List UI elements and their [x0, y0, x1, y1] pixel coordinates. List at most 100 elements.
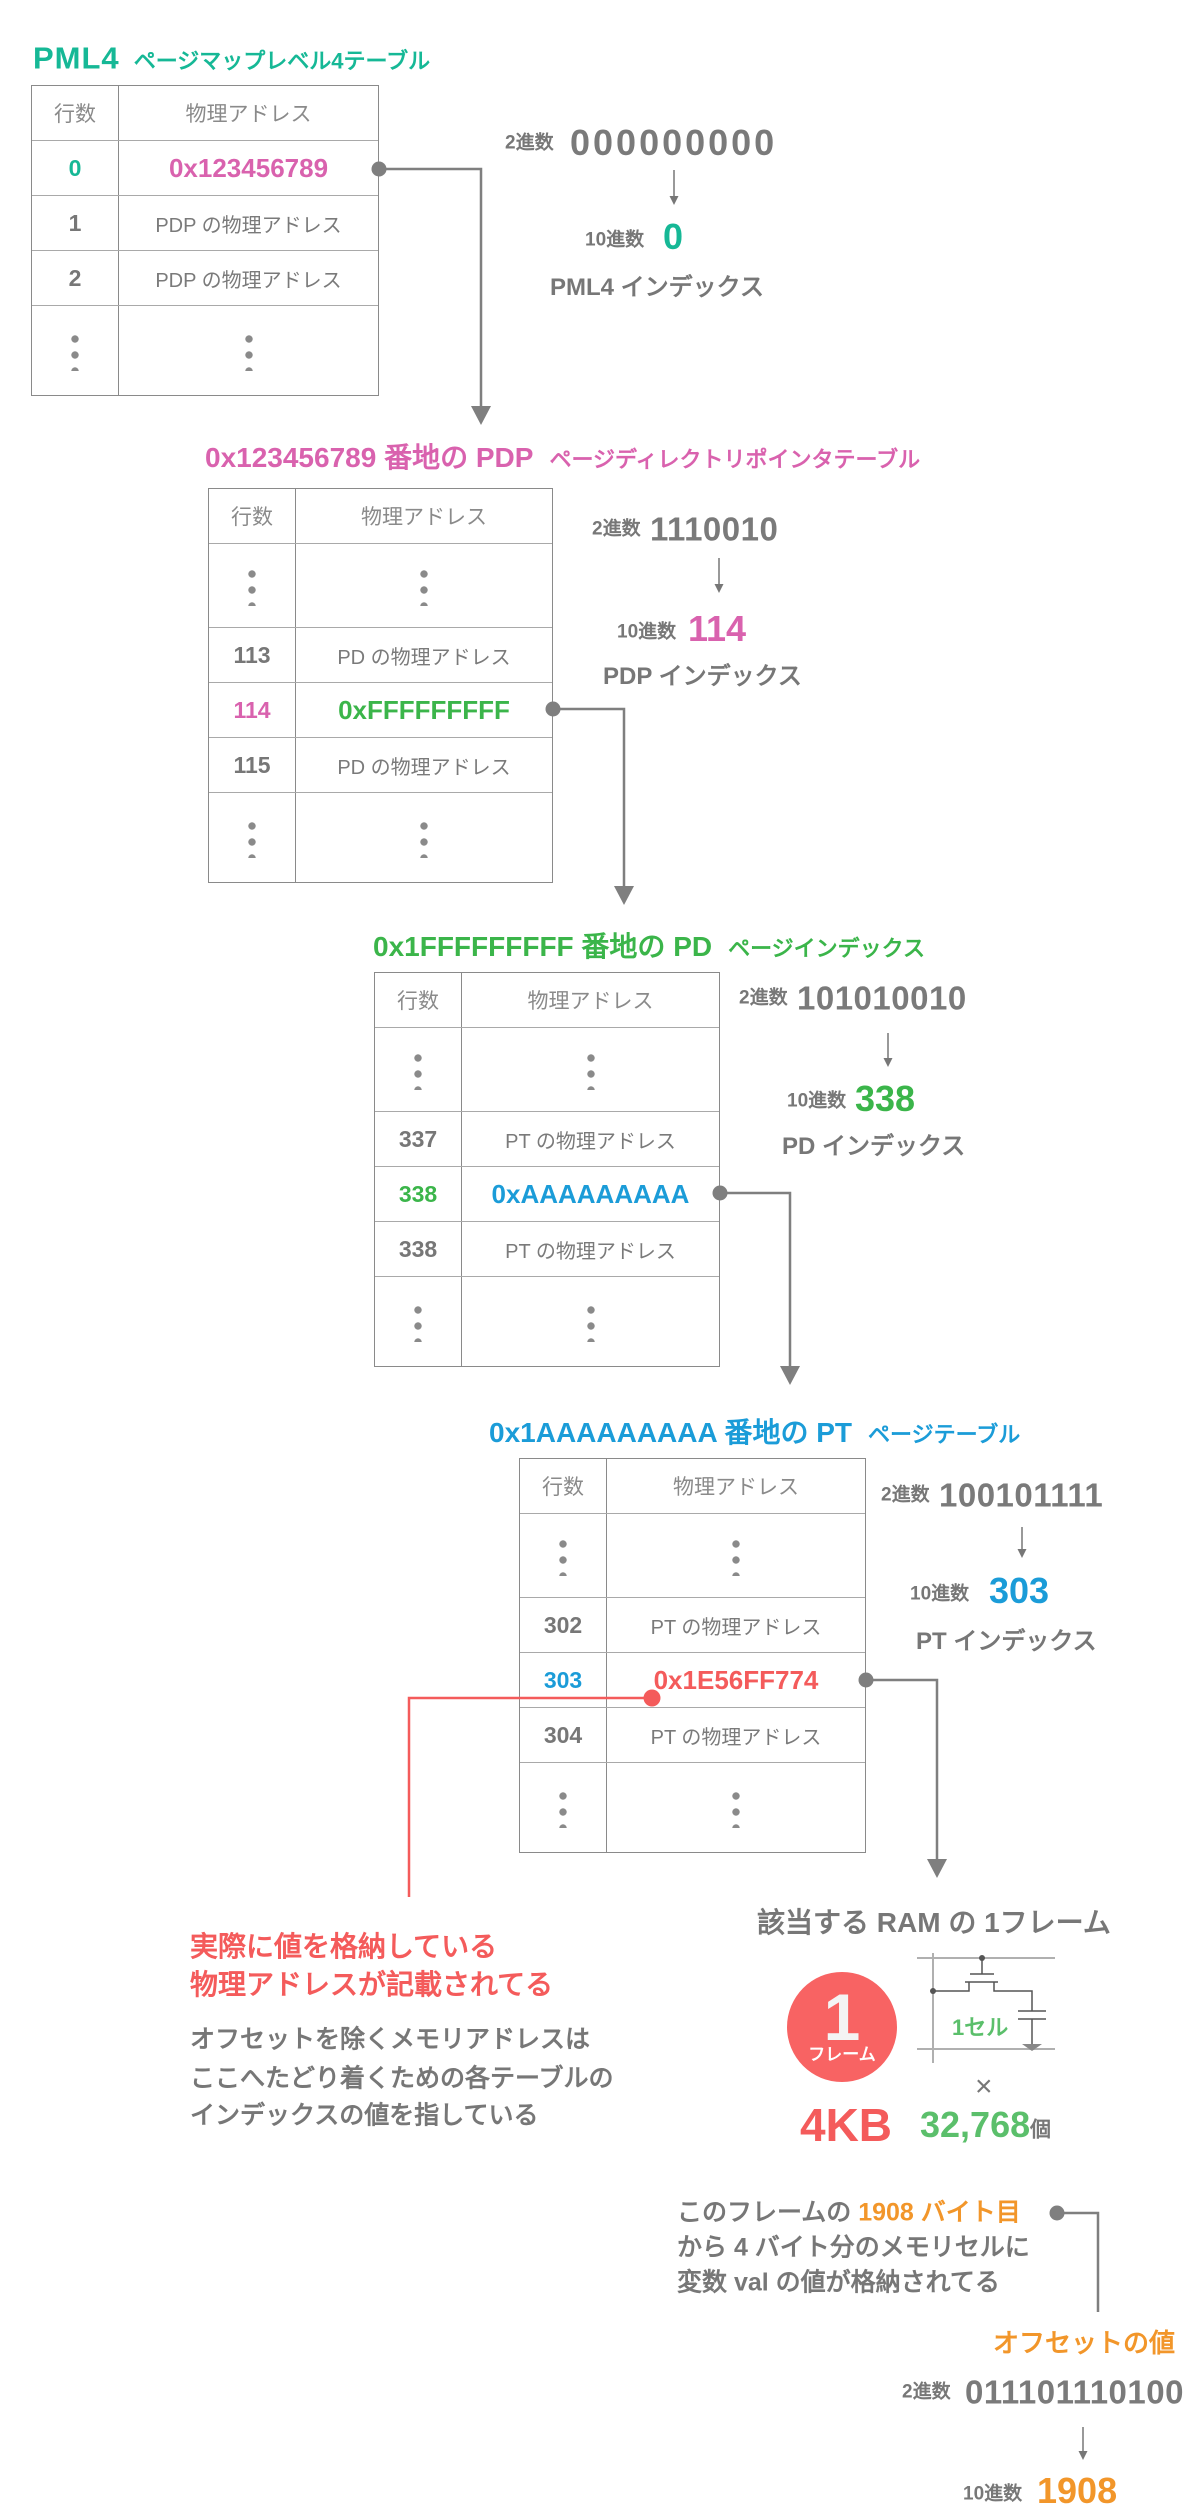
- decimal-value: 114: [688, 608, 747, 649]
- vertical-ellipsis-icon: [244, 330, 253, 371]
- binary-value: 101010010: [797, 979, 967, 1017]
- pml4-section-title: PML4 ページマップレベル4テーブル: [33, 43, 430, 74]
- row-index: 1: [32, 196, 119, 250]
- table-header-row: 行数 物理アドレス: [375, 973, 719, 1028]
- section-title-sub: ページインデックス: [728, 936, 926, 961]
- pt-table: 行数 物理アドレス 302 PT の物理アドレス 303 0x1E56FF774…: [519, 1458, 866, 1853]
- column-header-physical-address: 物理アドレス: [185, 103, 312, 126]
- vertical-ellipsis-icon: [586, 1301, 595, 1342]
- row-index: 338: [375, 1222, 462, 1276]
- vertical-ellipsis-icon: [586, 1049, 595, 1090]
- connector-line: [720, 1191, 792, 1368]
- ellipsis-cell: [119, 306, 378, 395]
- table-row-ellipsis: [209, 544, 552, 628]
- junction-dot: [979, 1955, 985, 1961]
- vertical-ellipsis-icon: [248, 817, 256, 858]
- table-row: 115 PD の物理アドレス: [209, 738, 552, 793]
- index-label: PD インデックス: [782, 1133, 966, 1160]
- cell-count-unit: 個: [1030, 2118, 1051, 2142]
- transistor-source-lead: [933, 1982, 970, 1992]
- column-header-physical-address: 物理アドレス: [527, 990, 654, 1013]
- table-row-ellipsis: [520, 1763, 865, 1852]
- section-title-main: PML4: [33, 40, 120, 76]
- pdp-section-title: 0x123456789 番地の PDP ページディレクトリポインタテーブル: [205, 444, 920, 472]
- index-label: PT インデックス: [916, 1628, 1097, 1655]
- column-header-physical-address: 物理アドレス: [361, 506, 487, 529]
- table-row: 113 PD の物理アドレス: [209, 628, 552, 683]
- binary-label: 2進数: [592, 518, 641, 540]
- row-address: PT の物理アドレス: [505, 1240, 676, 1263]
- table-row: 2 PDP の物理アドレス: [32, 251, 378, 306]
- column-header-row-number: 行数: [32, 86, 119, 140]
- offset-description-line: から 4 バイト分のメモリセルに: [677, 2233, 1030, 2262]
- row-address: 0xAAAAAAAAA: [491, 1178, 690, 1209]
- table-row-selected: 303 0x1E56FF774: [520, 1653, 865, 1708]
- ground-icon: [1022, 2044, 1042, 2051]
- decimal-value: 0: [663, 216, 684, 257]
- conversion-arrowhead-icon: [1017, 1549, 1027, 1558]
- ellipsis-cell: [462, 1277, 719, 1366]
- table-row-ellipsis: [520, 1514, 865, 1598]
- vertical-ellipsis-icon: [414, 1049, 422, 1090]
- decimal-label: 10進数: [617, 621, 677, 643]
- section-title-sub: ページディレクトリポインタテーブル: [549, 447, 921, 472]
- row-address: PD の物理アドレス: [337, 756, 511, 779]
- vertical-ellipsis-icon: [71, 330, 79, 371]
- binary-value: 011101110100: [965, 2373, 1184, 2411]
- binary-value: 000000000: [570, 122, 778, 163]
- arrowhead-down-icon: [780, 1366, 800, 1385]
- pt-section-title: 0x1AAAAAAAAA 番地の PT ページテーブル: [489, 1419, 1020, 1447]
- column-header-row-number: 行数: [209, 489, 296, 543]
- row-address: PDP の物理アドレス: [155, 214, 342, 237]
- arrowhead-down-icon: [614, 886, 634, 905]
- row-index: 304: [520, 1708, 607, 1762]
- index-note-line: インデックスの値を指している: [190, 2101, 539, 2130]
- index-label: PDP インデックス: [603, 663, 802, 690]
- table-row-ellipsis: [209, 793, 552, 882]
- ellipsis-cell: [32, 306, 119, 395]
- ram-frame-title: 該当する RAM の 1フレーム: [757, 1907, 1111, 1938]
- table-row-selected: 338 0xAAAAAAAAA: [375, 1167, 719, 1222]
- memory-cell-circuit-icon: [917, 1953, 1055, 2063]
- frame-badge-number: 1: [823, 1980, 861, 2054]
- junction-dot: [930, 1988, 936, 1994]
- connector-line: [866, 1678, 939, 1861]
- pd-section-title: 0x1FFFFFFFFF 番地の PD ページインデックス: [373, 933, 925, 961]
- row-address: PD の物理アドレス: [337, 646, 511, 669]
- offset-connector-dot: [1049, 2205, 1065, 2221]
- index-note-line: ここへたどり着くための各テーブルの: [190, 2064, 614, 2093]
- row-index: 115: [209, 738, 296, 792]
- row-index: 2: [32, 251, 119, 305]
- ellipsis-cell: [375, 1277, 462, 1366]
- physical-address-note-line: 物理アドレスが記載されてる: [190, 1969, 554, 2000]
- table-row: 337 PT の物理アドレス: [375, 1112, 719, 1167]
- row-address: PDP の物理アドレス: [155, 269, 342, 292]
- pml4-table: 行数 物理アドレス 0 0x123456789 1 PDP の物理アドレス 2 …: [31, 85, 379, 396]
- ellipsis-cell: [375, 1028, 462, 1111]
- pd-table: 行数 物理アドレス 337 PT の物理アドレス 338 0xAAAAAAAAA…: [374, 972, 720, 1367]
- row-index: 337: [375, 1112, 462, 1166]
- vertical-ellipsis-icon: [732, 1535, 740, 1576]
- conversion-arrowhead-icon: [669, 196, 679, 205]
- row-address: 0xFFFFFFFFF: [338, 694, 510, 725]
- ellipsis-cell: [296, 793, 552, 882]
- decimal-value: 1908: [1037, 2470, 1118, 2511]
- offset-description-line: このフレームの 1908 バイト目: [677, 2198, 1021, 2227]
- section-title-main: 0x1FFFFFFFFF 番地の PD: [373, 931, 713, 962]
- table-row-ellipsis: [375, 1277, 719, 1366]
- binary-label: 2進数: [902, 2381, 951, 2403]
- ellipsis-cell: [209, 544, 296, 627]
- ellipsis-cell: [520, 1763, 607, 1852]
- conversion-arrowhead-icon: [714, 584, 724, 593]
- cell-count: 32,768: [920, 2104, 1031, 2145]
- ellipsis-cell: [607, 1763, 865, 1852]
- physical-address-note-line: 実際に値を格納している: [190, 1931, 498, 1962]
- table-row-ellipsis: [32, 306, 378, 395]
- offset-description-prefix: このフレームの: [677, 2198, 859, 2227]
- section-title-main: 0x123456789 番地の PDP: [205, 442, 534, 473]
- decimal-label: 10進数: [787, 1090, 847, 1112]
- table-header-row: 行数 物理アドレス: [32, 86, 378, 141]
- decimal-label: 10進数: [963, 2483, 1023, 2505]
- multiply-icon: ×: [975, 2070, 993, 2103]
- connector-line: [379, 167, 483, 408]
